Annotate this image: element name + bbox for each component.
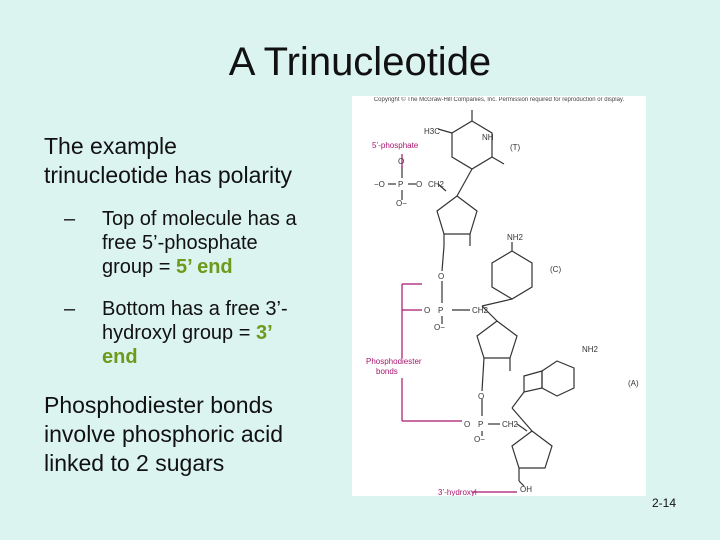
intro-line-1: The example bbox=[44, 133, 177, 159]
bullet-dash-1: – bbox=[64, 208, 76, 230]
bullet-1-line-1: Top of molecule has a bbox=[102, 208, 297, 230]
atom-o-minus-2: O− bbox=[434, 323, 445, 332]
five-prime-phosphate-label: 5’-phosphate bbox=[372, 141, 419, 150]
bullet-2-line-1: Bottom has a free 3’- bbox=[102, 298, 288, 320]
base-t-label: (T) bbox=[510, 143, 521, 152]
base-c-label: (C) bbox=[550, 265, 561, 274]
intro-text: The example trinucleotide has polarity bbox=[44, 132, 354, 190]
atom-oh: OH bbox=[520, 485, 532, 494]
closing-line-2: involve phosphoric acid bbox=[44, 421, 284, 447]
sugar-1 bbox=[436, 195, 478, 235]
five-prime-end-accent: 5’ end bbox=[175, 256, 233, 278]
atom-p-2: P bbox=[438, 306, 443, 315]
adenine-ring-5 bbox=[523, 370, 543, 393]
bullet-1-line-2: free 5’-phosphate bbox=[102, 232, 258, 254]
slide-body: The example trinucleotide has polarity bbox=[44, 132, 354, 190]
trinucleotide-diagram: Copyright © The McGraw-Hill Companies, I… bbox=[352, 96, 646, 497]
thymine-ring bbox=[451, 120, 493, 170]
adenine-ring-6 bbox=[541, 360, 575, 397]
closing-line-3: linked to 2 sugars bbox=[44, 450, 225, 476]
atom-minus-o-1: −O bbox=[374, 180, 385, 189]
atom-ch2-2: CH2 bbox=[472, 306, 489, 315]
cytosine-ring bbox=[491, 250, 533, 300]
sugar-2 bbox=[476, 320, 518, 359]
atom-nh2-c: NH2 bbox=[507, 233, 524, 242]
atom-ch2-3: CH2 bbox=[502, 420, 519, 429]
phosphodiester-label: Phosphodiester bbox=[366, 357, 422, 366]
three-prime-accent: 3’ bbox=[255, 322, 273, 344]
atom-p-3: P bbox=[478, 420, 483, 429]
atom-o-minus-3: O− bbox=[474, 435, 485, 444]
atom-o-3: O bbox=[478, 392, 484, 401]
atom-nh: NH bbox=[482, 133, 494, 142]
closing-text: Phosphodiester bonds involve phosphoric … bbox=[44, 391, 354, 478]
bullet-1: Top of molecule has a free 5’-phosphate … bbox=[102, 207, 362, 279]
bullet-2-line-2: hydroxyl group = bbox=[102, 322, 256, 344]
bullet-2: Bottom has a free 3’- hydroxyl group = 3… bbox=[102, 297, 362, 369]
atom-h3c: H3C bbox=[424, 127, 440, 136]
atom-nh2-a: NH2 bbox=[582, 345, 599, 354]
atom-ch2-1: CH2 bbox=[428, 180, 445, 189]
base-a-label: (A) bbox=[628, 379, 639, 388]
structure-svg: 5’-phosphate Phosphodiester bonds 3’-hyd… bbox=[366, 110, 639, 497]
atom-o-1: O bbox=[416, 180, 422, 189]
atom-o-2: O bbox=[438, 272, 444, 281]
atom-p-1: P bbox=[398, 180, 403, 189]
bullet-1-line-3: group = bbox=[102, 256, 176, 278]
bonds-label: bonds bbox=[376, 367, 398, 376]
atom-o-2b: O bbox=[424, 306, 430, 315]
atom-o-top: O bbox=[398, 157, 404, 166]
copyright-notice: Copyright © The McGraw-Hill Companies, I… bbox=[373, 97, 625, 103]
closing-line-1: Phosphodiester bonds bbox=[44, 392, 273, 418]
intro-line-2: trinucleotide has polarity bbox=[44, 162, 293, 188]
slide-title: A Trinucleotide bbox=[228, 40, 492, 84]
atom-o-3b: O bbox=[464, 420, 470, 429]
sugar-3 bbox=[511, 430, 553, 469]
end-accent: end bbox=[102, 346, 138, 368]
bullet-dash-2: – bbox=[64, 298, 76, 320]
atom-o-minus-1: O− bbox=[396, 199, 407, 208]
three-prime-hydroxyl-label: 3’-hydroxyl bbox=[438, 488, 477, 496]
page-number: 2-14 bbox=[652, 496, 677, 510]
